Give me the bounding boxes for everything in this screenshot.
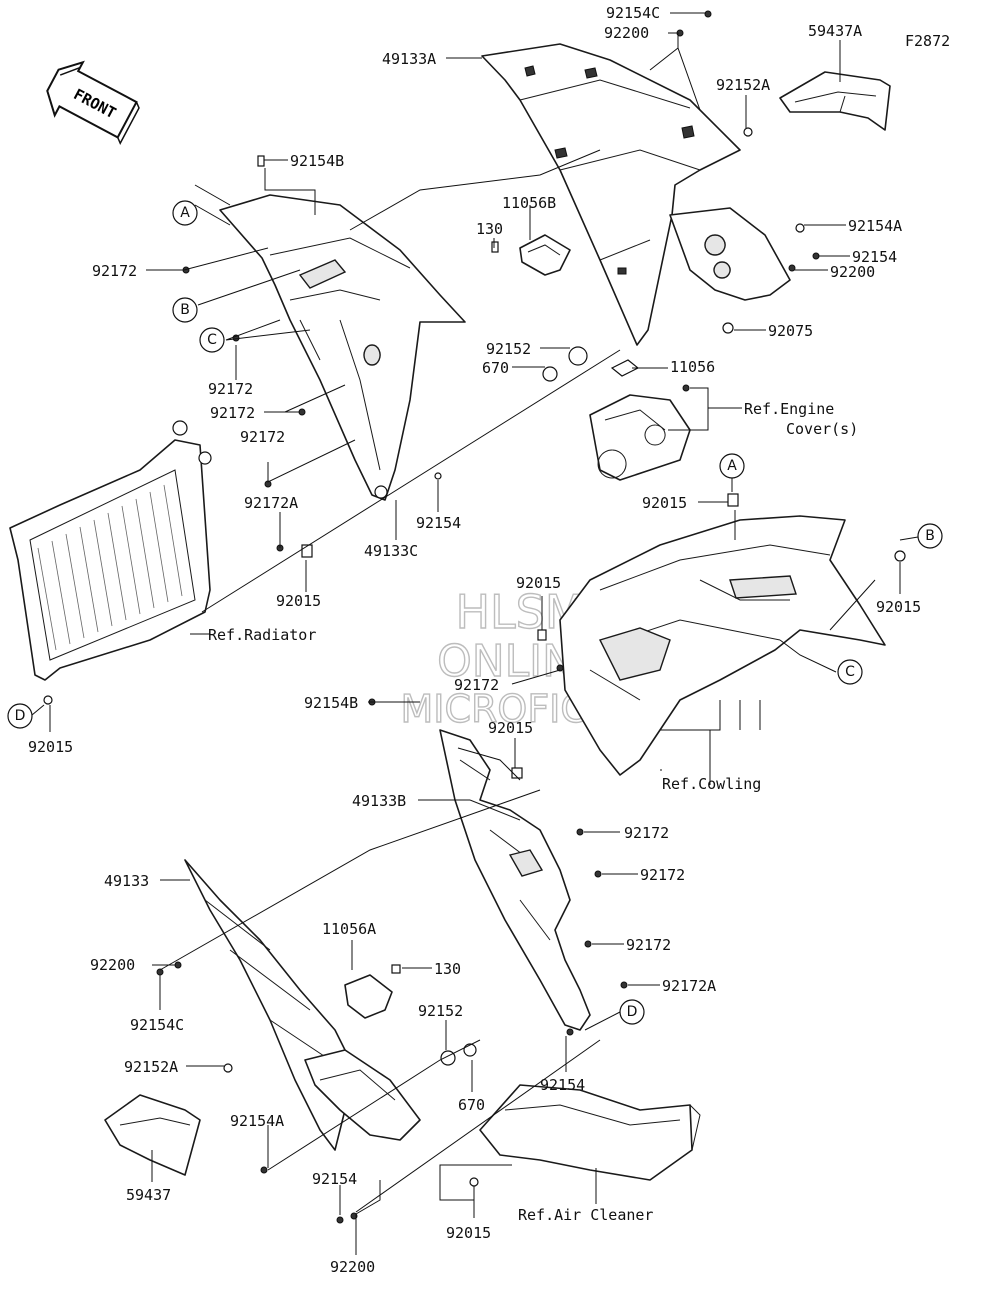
- label-130-low: 130: [434, 960, 461, 978]
- label-92015-bottom: 92015: [446, 1224, 491, 1242]
- label-11056: 11056: [670, 358, 715, 376]
- label-92015-D: 92015: [28, 738, 73, 756]
- label-92200-right: 92200: [830, 263, 875, 281]
- svg-text:B: B: [180, 302, 190, 318]
- label-92172A-left: 92172A: [244, 494, 298, 512]
- label-92154B-mid: 92154B: [304, 694, 358, 712]
- svg-text:C: C: [207, 332, 217, 348]
- label-92172-r2: 92172: [640, 866, 685, 884]
- label-92172-center: 92172: [454, 676, 499, 694]
- label-92172-b: 92172: [210, 404, 255, 422]
- mount-bracket-right: [669, 207, 791, 301]
- label-59437A: 59437A: [808, 22, 862, 40]
- air-cleaner-ref: [479, 1084, 701, 1181]
- svg-text:A: A: [727, 458, 737, 474]
- part-labels: 92154C 92200 59437A 49133A 92152A 92154B…: [28, 4, 921, 1276]
- label-59437: 59437: [126, 1186, 171, 1204]
- leader-lines: [31, 12, 919, 1255]
- label-11056B: 11056B: [502, 194, 556, 212]
- callout-D-left: D: [7, 703, 33, 729]
- svg-text:B: B: [925, 528, 935, 544]
- label-92154-mid: 92154: [416, 514, 461, 532]
- svg-text:D: D: [15, 708, 26, 724]
- label-92172-r1: 92172: [624, 824, 669, 842]
- label-49133B: 49133B: [352, 792, 406, 810]
- label-92152A-top: 92152A: [716, 76, 770, 94]
- label-11056A: 11056A: [322, 920, 376, 938]
- label-92154A-top: 92154A: [848, 217, 902, 235]
- label-92154A-low: 92154A: [230, 1112, 284, 1130]
- callout-D-low: D: [619, 999, 645, 1025]
- label-92200-low: 92200: [90, 956, 135, 974]
- hardware: [43, 10, 906, 1224]
- label-92154C-top: 92154C: [606, 4, 660, 22]
- label-92154B-top: 92154B: [290, 152, 344, 170]
- label-92172-left: 92172: [92, 262, 137, 280]
- label-92154-top: 92154: [852, 248, 897, 266]
- label-92152A-low: 92152A: [124, 1058, 178, 1076]
- label-ref-radiator: Ref.Radiator: [208, 626, 316, 644]
- inner-panel-49133C: [219, 194, 466, 501]
- label-92172-c: 92172: [240, 428, 285, 446]
- radiator-core-lines: [37, 484, 183, 651]
- front-arrow: FRONT: [46, 60, 140, 145]
- duct-59437A: [779, 71, 891, 131]
- side-cover-49133: [184, 859, 351, 1151]
- bracket-11056A: [344, 974, 393, 1019]
- label-92152-low: 92152: [418, 1002, 463, 1020]
- label-92015-left: 92015: [276, 592, 321, 610]
- callout-B-top: B: [172, 297, 198, 323]
- label-92154-bottom: 92154: [312, 1170, 357, 1188]
- inner-panel-49133B: [439, 729, 591, 1031]
- label-49133C: 49133C: [364, 542, 418, 560]
- label-49133: 49133: [104, 872, 149, 890]
- label-49133A: 49133A: [382, 50, 436, 68]
- label-ref-cowling: Ref.Cowling: [662, 775, 761, 793]
- label-92154C-low: 92154C: [130, 1016, 184, 1034]
- label-92015-top: 92015: [642, 494, 687, 512]
- label-670-top: 670: [482, 359, 509, 377]
- svg-text:D: D: [627, 1004, 638, 1020]
- label-92154-low: 92154: [540, 1076, 585, 1094]
- cowling-ref: [559, 515, 886, 776]
- bracket-11056B: [519, 234, 571, 276]
- engine-cover-ref: [589, 394, 691, 481]
- label-92015-low: 92015: [488, 719, 533, 737]
- label-ref-engine-1: Ref.Engine: [744, 400, 834, 418]
- callout-B-right: B: [917, 523, 943, 549]
- lower-bracket: [304, 1049, 421, 1141]
- label-670-low: 670: [458, 1096, 485, 1114]
- label-92172-r3: 92172: [626, 936, 671, 954]
- label-92200-bottom: 92200: [330, 1258, 375, 1276]
- label-130-top: 130: [476, 220, 503, 238]
- label-92015-B: 92015: [876, 598, 921, 616]
- callout-A-right: A: [719, 453, 745, 479]
- svg-text:C: C: [845, 664, 855, 680]
- label-92172A-right: 92172A: [662, 977, 716, 995]
- label-92075: 92075: [768, 322, 813, 340]
- svg-text:A: A: [180, 205, 190, 221]
- callout-A-top: A: [172, 200, 198, 226]
- label-ref-engine-2: Cover(s): [786, 420, 858, 438]
- radiator-ref: [9, 420, 212, 681]
- label-92015-mid: 92015: [516, 574, 561, 592]
- label-92152-top: 92152: [486, 340, 531, 358]
- figure-id: F2872: [905, 32, 950, 50]
- callout-C-right: C: [837, 659, 863, 685]
- callout-C-top: C: [199, 327, 225, 353]
- label-ref-air-cleaner: Ref.Air Cleaner: [518, 1206, 653, 1224]
- duct-59437: [104, 1094, 201, 1176]
- label-92200-top: 92200: [604, 24, 649, 42]
- label-92172-a: 92172: [208, 380, 253, 398]
